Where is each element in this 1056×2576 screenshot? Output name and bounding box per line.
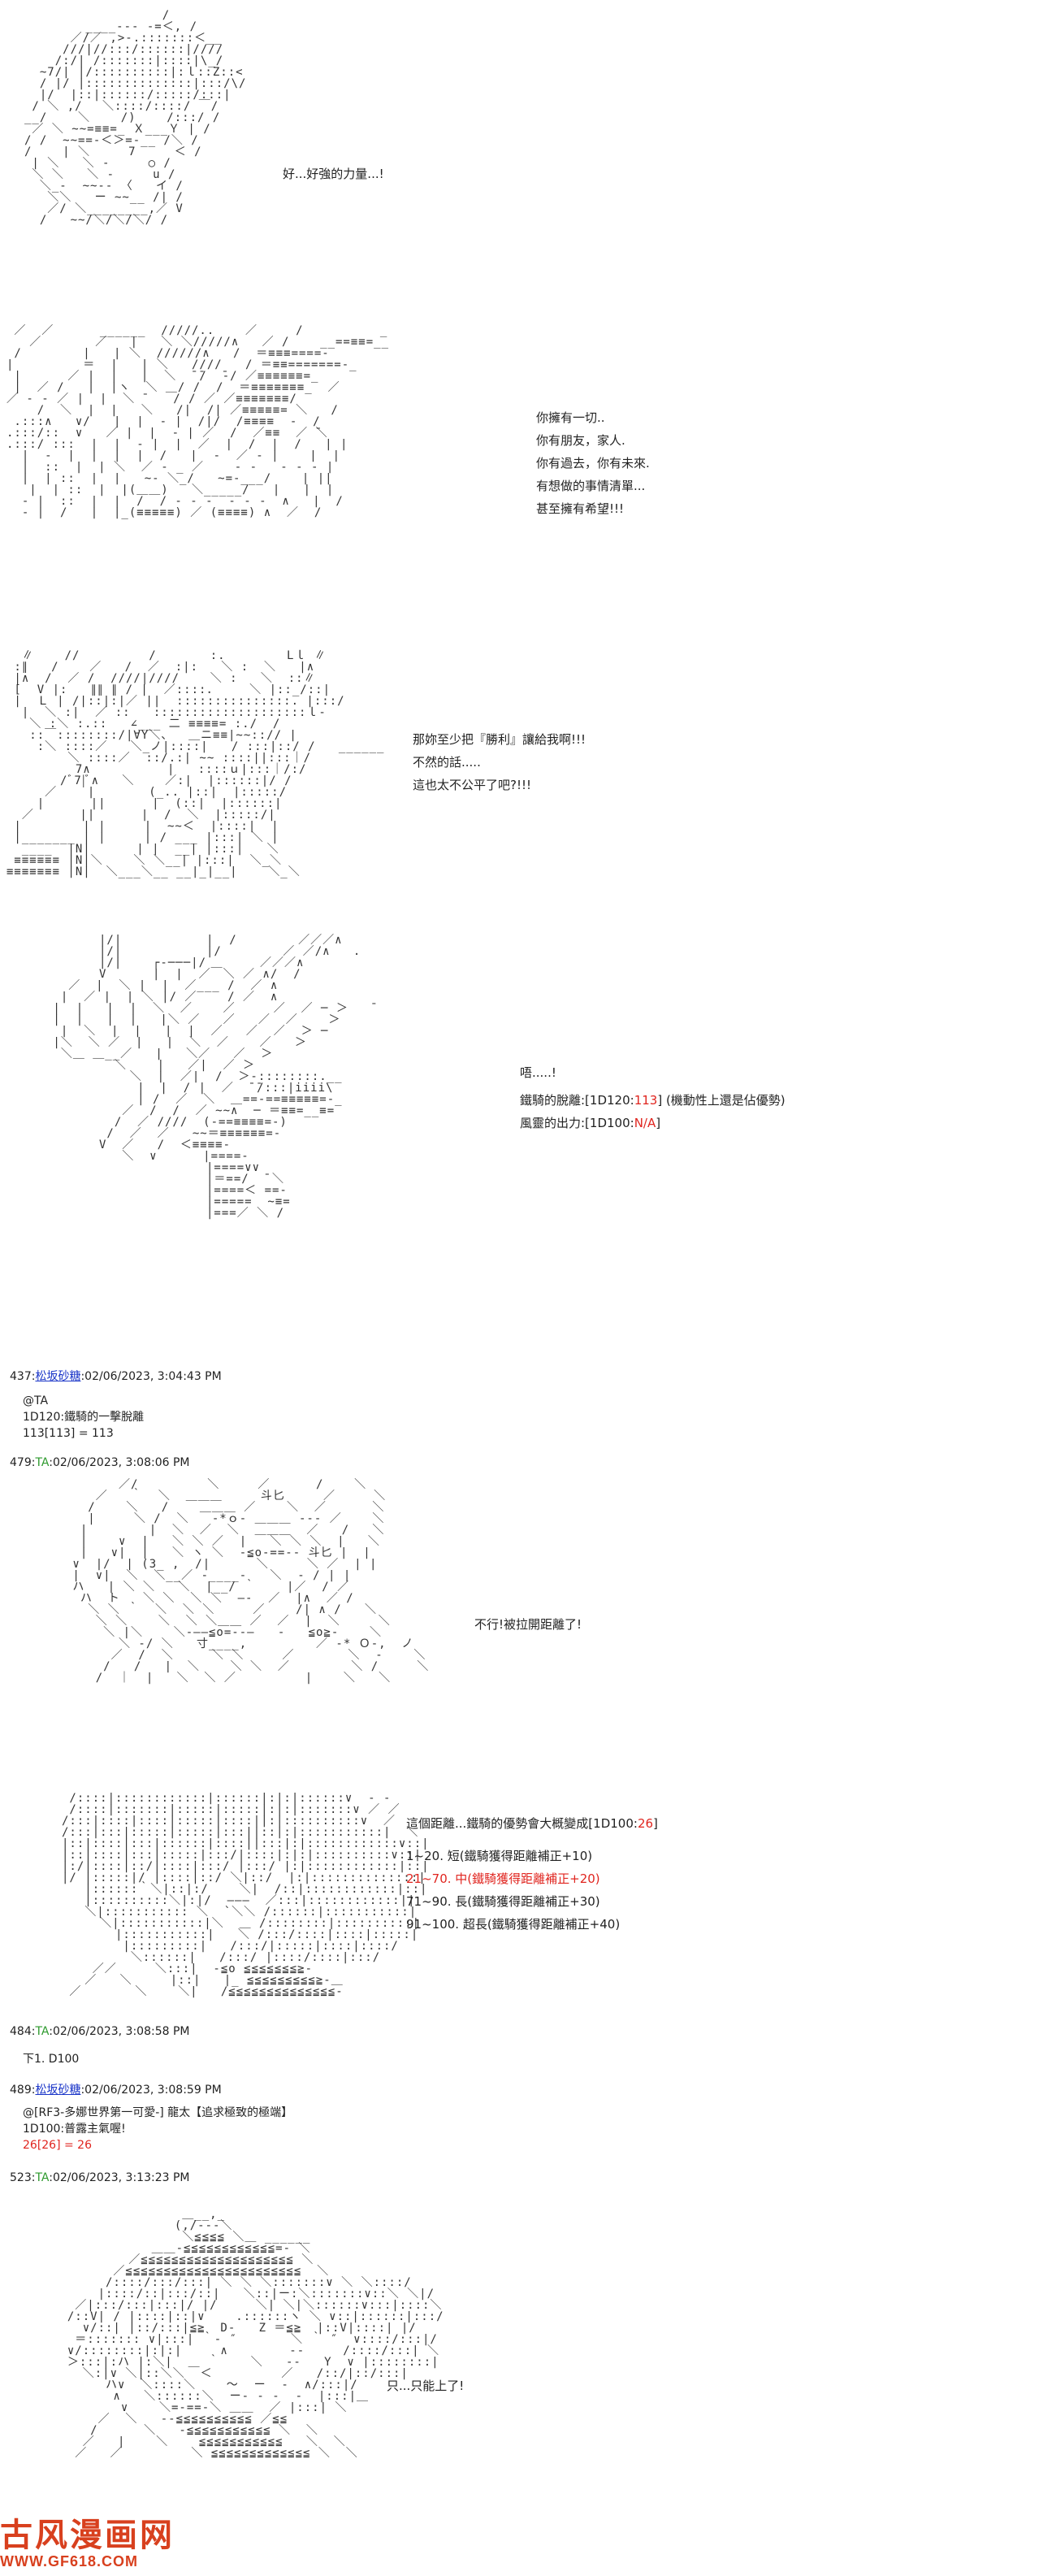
- post-date: :02/06/2023, 3:08:06 PM: [49, 1456, 190, 1469]
- post-date: :02/06/2023, 3:08:59 PM: [80, 2084, 222, 2097]
- dialogue-line: 你有過去，你有未來.: [536, 456, 650, 471]
- dialogue-block-2: 你擁有一切.. 你有朋友，家人. 你有過去，你有未來. 有想做的事情清單... …: [536, 406, 650, 520]
- dialogue-line: 不然的話.....: [413, 755, 481, 770]
- poster-name-link[interactable]: 松坂砂糖: [35, 1370, 81, 1383]
- post-body: @[RF3-多娜世界第一可愛-] 龍太【追求極致的極端】 1D100:普露主氣喔…: [10, 2105, 292, 2153]
- dialogue-line: 這也太不公平了吧?!!!: [413, 778, 532, 792]
- ascii-art-figure-1: / ____--‐ ‐=＜, / ／/／ ,>-.:::::::＜__ ///|…: [24, 9, 247, 227]
- dialogue-line: 好...好強的力量...!: [283, 167, 384, 181]
- post-line: 113[113] = 113: [23, 1427, 114, 1440]
- roll-result-red: 26: [637, 1816, 654, 1831]
- post-523: 523:TA:02/06/2023, 3:13:23 PM: [10, 2170, 190, 2186]
- post-479: 479:TA:02/06/2023, 3:08:06 PM: [10, 1455, 190, 1471]
- dialogue-line: 那妳至少把『勝利』讓給我啊!!!: [413, 732, 586, 747]
- dialogue-line: 甚至擁有希望!!!: [536, 501, 625, 516]
- dialogue-line: 你擁有一切..: [536, 410, 605, 425]
- post-line: 1D100:普露主氣喔!: [23, 2123, 126, 2136]
- dialogue-block-1: 好...好強的力量...!: [283, 163, 384, 185]
- range-option: 71~90. 長(鐵騎獲得距離補正+30): [406, 1894, 600, 1909]
- post-date: :02/06/2023, 3:04:43 PM: [80, 1370, 222, 1383]
- ascii-art-figure-3: ∥ // / :. Lｌ ∥ :∥ / ／ / ／ :|: ＼ : ＼ |∧ |…: [6, 649, 385, 878]
- post-header: 437:松坂砂糖:02/06/2023, 3:04:43 PM: [10, 1368, 222, 1385]
- post-date: :02/06/2023, 3:08:58 PM: [49, 2025, 190, 2038]
- post-number: 523:: [10, 2171, 36, 2184]
- range-option: 91~100. 超長(鐵騎獲得距離補正+40): [406, 1917, 621, 1932]
- dialogue-block-5: 不行!被拉開距離了!: [474, 1613, 582, 1636]
- post-header: 484:TA:02/06/2023, 3:08:58 PM: [10, 2023, 190, 2040]
- dialogue-block-3: 那妳至少把『勝利』讓給我啊!!! 不然的話..... 這也太不公平了吧?!!!: [413, 728, 586, 796]
- dialogue-line: 你有朋友，家人.: [536, 433, 625, 448]
- roll-line-output: 風靈的出力:[1D100:N/A]: [520, 1116, 661, 1130]
- dialogue-line: 只...只能上了!: [387, 2379, 465, 2393]
- ascii-art-figure-5: ／/ ＼ ／ / ＼ ／ ｀ ＼ ＿＿＿ 斗匕 ／ ＼ / ＼ / ＿＿＿ ／ …: [72, 1478, 430, 1685]
- dialogue-line: 有想做的事情清單...: [536, 479, 646, 493]
- post-roll-result: 26[26] = 26: [23, 2139, 92, 2152]
- post-437: 437:松坂砂糖:02/06/2023, 3:04:43 PM @TA 1D12…: [10, 1368, 222, 1442]
- post-489: 489:松坂砂糖:02/06/2023, 3:08:59 PM @[RF3-多娜…: [10, 2082, 292, 2153]
- dialogue-line: 不行!被拉開距離了!: [474, 1617, 582, 1632]
- ascii-art-figure-2: ／ ／ ______ /////.. ／ / _ ／ ／ | ＼ ＼/////∧…: [6, 324, 390, 519]
- post-number: 489:: [10, 2084, 36, 2097]
- post-number: 484:: [10, 2025, 36, 2038]
- post-header: 489:松坂砂糖:02/06/2023, 3:08:59 PM: [10, 2082, 292, 2098]
- post-date: :02/06/2023, 3:13:23 PM: [49, 2171, 190, 2184]
- poster-name-link[interactable]: 松坂砂糖: [35, 2084, 81, 2097]
- ascii-art-figure-6: /::::|::::::::::::|::::::|:|:|::::::∨ ‐ …: [62, 1792, 430, 1998]
- post-484: 484:TA:02/06/2023, 3:08:58 PM 下1. D100: [10, 2023, 190, 2067]
- roll-result-red: 113: [634, 1093, 658, 1108]
- post-line: 1D120:鐵騎的一擊脫離: [23, 1411, 145, 1424]
- post-line: @[RF3-多娜世界第一可愛-] 龍太【追求極致的極端】: [23, 2106, 293, 2119]
- watermark-title: 古风漫画网: [0, 2516, 175, 2554]
- site-watermark: 古风漫画网 WWW.GF618.COM: [0, 2517, 195, 2574]
- dialogue-line: 唔.....!: [520, 1065, 556, 1080]
- poster-name: TA: [35, 2171, 50, 2184]
- post-number: 437:: [10, 1370, 36, 1383]
- dialogue-block-4: 唔.....! 鐵騎的脫離:[1D120:113] (機動性上還是佔優勢) 風靈…: [520, 1061, 786, 1134]
- roll-line-escape: 鐵騎的脫離:[1D120:113] (機動性上還是佔優勢): [520, 1093, 786, 1108]
- post-line: @TA: [23, 1394, 49, 1407]
- poster-name: TA: [35, 1456, 50, 1469]
- poster-name: TA: [35, 2025, 50, 2038]
- dialogue-line: 這個距離...鐵騎的優勢會大概變成[1D100:26]: [406, 1816, 658, 1831]
- dialogue-block-7: 只...只能上了!: [387, 2374, 464, 2397]
- watermark-url: WWW.GF618.COM: [0, 2553, 138, 2569]
- post-header: 523:TA:02/06/2023, 3:13:23 PM: [10, 2170, 190, 2186]
- ascii-art-figure-4: |/| | / ／／／∧ |/| |/ ／ ／/∧ . |/| ┌‐───|/ …: [53, 934, 372, 1220]
- dialogue-block-6: 這個距離...鐵騎的優勢會大概變成[1D100:26] 1~20. 短(鐵騎獲得…: [406, 1812, 658, 1936]
- post-line: 下1. D100: [23, 2053, 80, 2066]
- range-option-selected: 21~70. 中(鐵騎獲得距離補正+20): [406, 1871, 600, 1886]
- range-option: 1~20. 短(鐵騎獲得距離補正+10): [406, 1849, 593, 1863]
- post-body: @TA 1D120:鐵騎的一擊脫離 113[113] = 113: [10, 1393, 222, 1442]
- roll-result-red: N/A: [634, 1116, 656, 1130]
- ascii-art-figure-7: ＿__,_ (,/‐‐‐＼ ＼≦≦≦≦ ＼＿ ______ ＿＿-≦≦≦≦≦≦≦…: [67, 2208, 444, 2460]
- post-number: 479:: [10, 1456, 36, 1469]
- post-body: 下1. D100: [10, 2051, 190, 2067]
- post-header: 479:TA:02/06/2023, 3:08:06 PM: [10, 1455, 190, 1471]
